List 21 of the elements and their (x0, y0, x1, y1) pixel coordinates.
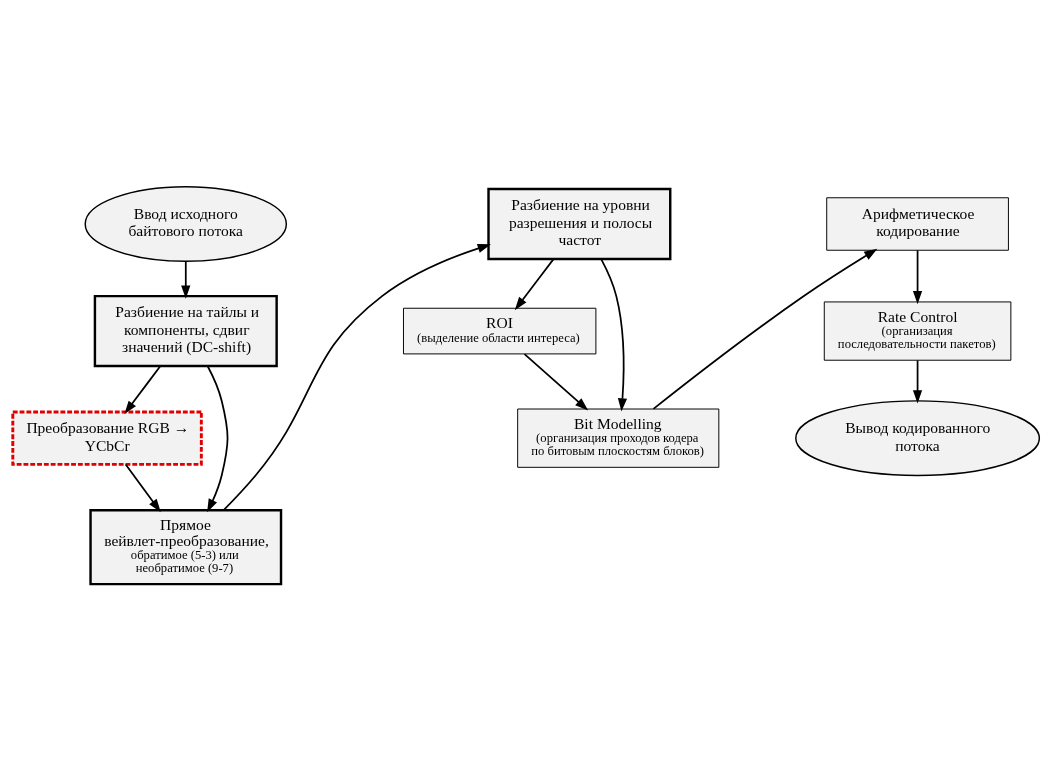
arrow (222, 243, 491, 511)
node-ellipse: Вывод кодированного потока (795, 400, 1041, 477)
node-box: Rate Control (организация последовательности пакетов) (823, 301, 1012, 361)
node-box: Арифметическое кодирование (826, 197, 1009, 251)
arrow (181, 260, 191, 299)
arrow (912, 249, 923, 305)
arrow (912, 359, 923, 404)
arrow (514, 258, 555, 311)
node-box: Bit Modelling (организация проходов кодера по битовым плоскостям блоков) (517, 408, 720, 468)
arrow (600, 258, 628, 412)
arrow (124, 463, 161, 513)
node-box: Разбиение на тайлы и компоненты, сдвиг значений (DC-shift) (93, 294, 278, 368)
node-ellipse: Ввод исходного байтового потока (84, 186, 288, 263)
node-box: ROI (выделение области интереса) (403, 307, 597, 355)
node-box: Прямое вейвлет-преобразование, обратимое (5-3) или необратимое (9-7) (89, 509, 283, 586)
arrow (652, 248, 878, 410)
arrow (206, 365, 229, 513)
arrow (124, 365, 162, 414)
arrow (523, 353, 589, 411)
node-box: Преобразование RGB → YCbCr (11, 410, 203, 466)
node-box: Разбиение на уровни разрешения и полосы частот (487, 187, 672, 261)
